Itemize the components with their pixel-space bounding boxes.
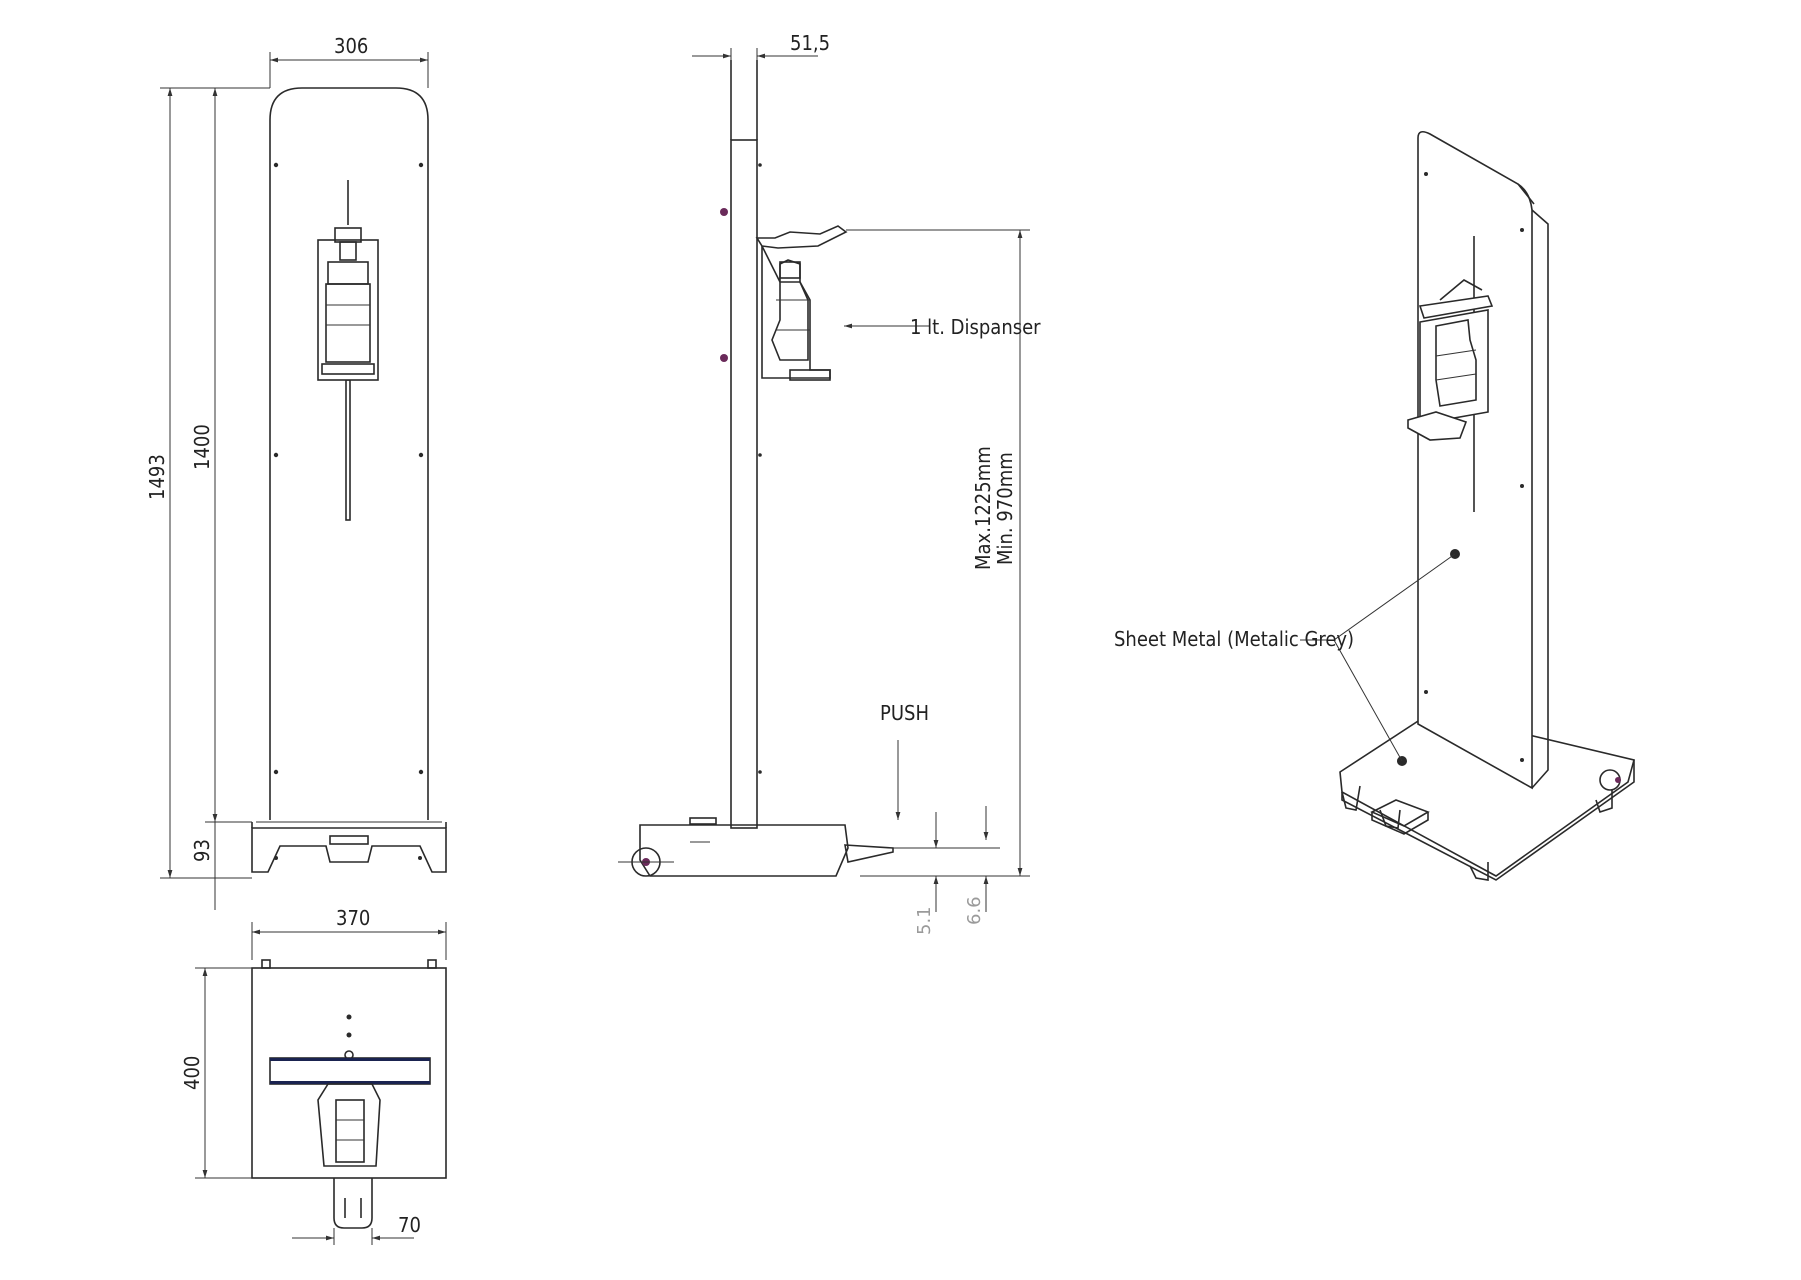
side-view: 51,5 1 lt. Dispanser PUSH Max.1225mm Min…	[618, 31, 1041, 935]
side-base	[618, 817, 894, 877]
isometric-view: Sheet Metal (Metalic Grey)	[1114, 130, 1635, 881]
top-view: 370 400 70	[180, 906, 447, 1245]
side-dispenser	[755, 225, 848, 381]
front-base	[251, 821, 447, 873]
front-view: 306 1493 1400 93	[145, 34, 447, 910]
width-306-label: 306	[334, 34, 368, 58]
push-label: PUSH	[880, 701, 929, 725]
width-370-label: 370	[336, 906, 370, 930]
pedal-height-6-6-label: 6.6	[964, 896, 985, 925]
top-dimensions: 370 400 70	[180, 906, 447, 1245]
pedal-70-label: 70	[398, 1213, 421, 1237]
height-93-label: 93	[190, 839, 214, 862]
front-dispenser	[317, 227, 379, 381]
side-dimensions: 51,5 1 lt. Dispanser PUSH Max.1225mm Min…	[692, 31, 1041, 935]
iso-dispenser	[1407, 279, 1494, 441]
sheet-metal-label: Sheet Metal (Metalic Grey)	[1114, 627, 1354, 651]
dispenser-label: 1 lt. Dispanser	[910, 315, 1041, 339]
offset-51-5-label: 51,5	[790, 31, 830, 55]
max-height-label: Max.1225mm	[971, 446, 995, 570]
pedal-height-5-1-label: 5.1	[914, 906, 935, 935]
height-1400-label: 1400	[190, 424, 214, 470]
height-1493-label: 1493	[145, 454, 169, 500]
front-dimensions: 306 1493 1400 93	[145, 34, 429, 910]
depth-400-label: 400	[180, 1056, 204, 1090]
front-panel	[269, 87, 429, 820]
min-height-label: Min. 970mm	[993, 452, 1017, 565]
panel-screws	[273, 162, 424, 775]
